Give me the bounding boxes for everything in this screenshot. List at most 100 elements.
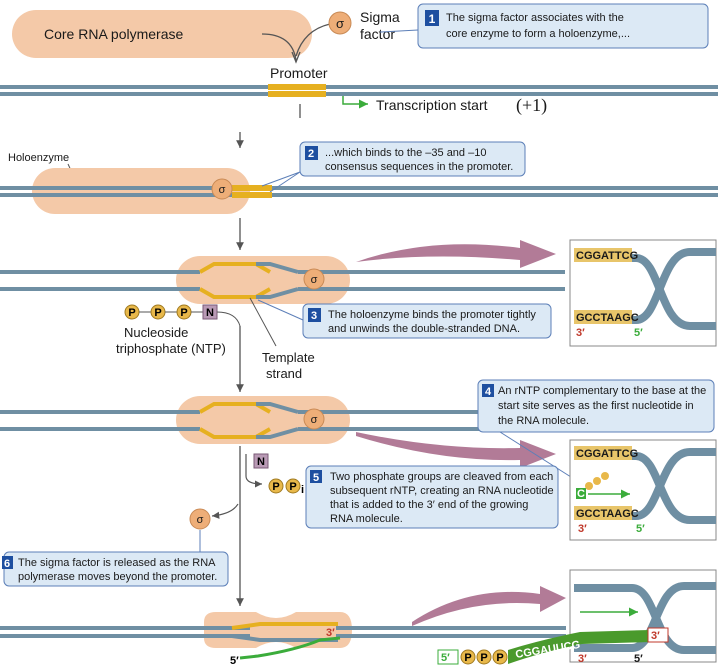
svg-text:consensus sequences in the pro: consensus sequences in the promoter.	[325, 161, 513, 173]
svg-text:6: 6	[4, 558, 10, 570]
holoenzyme-shape	[176, 396, 350, 444]
svg-text:5′: 5′	[230, 655, 239, 667]
step-5-badge	[310, 470, 322, 483]
svg-text:P: P	[496, 652, 503, 664]
zoom-arrow-1	[356, 240, 556, 268]
svg-text:3′: 3′	[578, 653, 587, 665]
svg-text:P: P	[480, 652, 487, 664]
step-1-badge	[425, 10, 439, 26]
svg-text:3′: 3′	[576, 327, 585, 339]
svg-text:core enzyme to form a holoenzy: core enzyme to form a holoenzyme,...	[446, 28, 630, 40]
svg-text:σ: σ	[311, 414, 318, 426]
svg-text:σ: σ	[197, 514, 204, 526]
svg-text:P: P	[128, 307, 135, 319]
svg-text:5′: 5′	[634, 327, 643, 339]
step-1-callout	[417, 3, 709, 49]
svg-text:P: P	[154, 307, 161, 319]
svg-text:The holoenzyme binds the promo: The holoenzyme binds the promoter tightl…	[328, 309, 536, 321]
svg-text:2: 2	[308, 148, 314, 160]
svg-text:3′: 3′	[651, 630, 660, 642]
dna-duplex-3	[0, 262, 565, 299]
svg-text:C: C	[577, 488, 585, 500]
svg-text:3′: 3′	[326, 627, 335, 639]
svg-text:3: 3	[311, 310, 317, 322]
promoter-label: Promoter	[270, 65, 328, 81]
svg-text:4: 4	[485, 386, 492, 398]
svg-text:P: P	[289, 481, 296, 493]
svg-text:Two phosphate groups are cleav: Two phosphate groups are cleaved from ea…	[330, 471, 553, 483]
svg-text:5′: 5′	[634, 653, 643, 665]
step-6-badge	[2, 556, 13, 569]
transcription-start-arrow	[342, 96, 368, 109]
step-3-badge	[308, 308, 321, 322]
svg-text:An rNTP complementary to the b: An rNTP complementary to the base at the	[498, 385, 706, 397]
nucleoside-label-2: triphosphate (NTP)	[116, 341, 226, 356]
dna-duplex-5	[0, 622, 566, 642]
svg-text:σ: σ	[311, 274, 318, 286]
svg-text:the RNA molecule.: the RNA molecule.	[498, 415, 589, 427]
svg-text:polymerase moves beyond the pr: polymerase moves beyond the promoter.	[18, 571, 217, 583]
template-strand-label-1: Template	[262, 350, 315, 365]
svg-text:5′: 5′	[441, 652, 450, 664]
panel-5: N P P i 5 Two phosphate groups are cleav…	[2, 446, 559, 606]
step-5-callout	[305, 465, 559, 529]
dna-duplex-1	[0, 84, 718, 97]
rna-transcript	[239, 636, 341, 660]
released-sigma-icon	[189, 508, 211, 530]
transcription-start-label: Transcription start	[376, 97, 488, 113]
svg-text:i: i	[301, 484, 304, 496]
template-strand-label-2: strand	[266, 366, 302, 381]
holoenzyme-shape	[176, 256, 350, 304]
sigma-factor-icon	[328, 11, 352, 35]
zoom-arrow-3	[412, 586, 566, 626]
svg-text:5: 5	[313, 472, 319, 484]
svg-text:and unwinds the double-strande: and unwinds the double-stranded DNA.	[328, 323, 520, 335]
sigma-factor-label-2: factor	[360, 26, 395, 42]
panel-2: Holoenzyme σ 2 ...which binds to the –35…	[0, 132, 718, 250]
svg-text:RNA molecule.: RNA molecule.	[330, 513, 403, 525]
panel-7: 5′ 3′ 3′ 5′ 5′ P P P CGGAUUCG 3′	[0, 569, 717, 667]
step-3-callout	[302, 303, 552, 339]
svg-text:N: N	[257, 456, 265, 468]
svg-text:3′: 3′	[578, 523, 587, 535]
panel-4: σ 4 An rNTP complementary to the base at…	[0, 379, 717, 541]
plus-one-label: (+1)	[516, 95, 547, 116]
growing-rna: 5′ P P P CGGAUUCG 3′	[437, 627, 669, 665]
dna-duplex-4	[0, 402, 565, 439]
nucleoside-label-1: Nucleoside	[124, 325, 188, 340]
sigma-factor-icon	[211, 178, 233, 200]
svg-text:subsequent rNTP, creating an R: subsequent rNTP, creating an RNA nucleot…	[330, 485, 554, 497]
panel-1: Core RNA polymerase σ Sigma factor 1 The…	[0, 3, 718, 118]
promoter-region	[268, 84, 326, 90]
zoom-arrow-2	[356, 432, 556, 468]
svg-text:1: 1	[429, 12, 436, 26]
svg-text:CGGATTCG: CGGATTCG	[576, 448, 638, 460]
sigma-symbol-1: σ	[336, 16, 344, 31]
svg-text:5′: 5′	[636, 523, 645, 535]
sigma-factor-icon	[303, 268, 325, 290]
svg-text:P: P	[272, 481, 279, 493]
svg-text:The sigma factor associates wi: The sigma factor associates with the	[446, 12, 624, 24]
step-4-badge	[482, 384, 494, 397]
svg-text:σ: σ	[219, 184, 226, 196]
svg-text:that is added to the 3′ end of: that is added to the 3′ end of the growi…	[330, 499, 528, 511]
dna-duplex-2	[0, 185, 718, 198]
svg-text:start site serves as the first: start site serves as the first nucleotid…	[498, 400, 694, 412]
holoenzyme-shape	[32, 168, 250, 214]
holoenzyme-label: Holoenzyme	[8, 152, 69, 164]
svg-text:...which binds to the –35 and: ...which binds to the –35 and –10	[325, 147, 486, 159]
core-rna-polymerase-shape	[12, 10, 312, 58]
assembly-arrow	[261, 23, 331, 61]
inset-2: CGGATTCG GCCTAAGC C 3′ 5′	[569, 439, 717, 541]
panel-3: σ CGGATTCG GCCTAAGC 3′ 5′ P P P N	[0, 239, 717, 392]
step-4-callout	[477, 379, 715, 433]
step-2-badge	[305, 146, 318, 160]
svg-text:P: P	[464, 652, 471, 664]
inset-3: 3′ 5′	[569, 569, 717, 665]
sigma-factor-icon	[303, 408, 325, 430]
core-rna-polymerase-label: Core RNA polymerase	[44, 26, 183, 42]
page-gap	[0, 120, 718, 130]
svg-text:P: P	[180, 307, 187, 319]
